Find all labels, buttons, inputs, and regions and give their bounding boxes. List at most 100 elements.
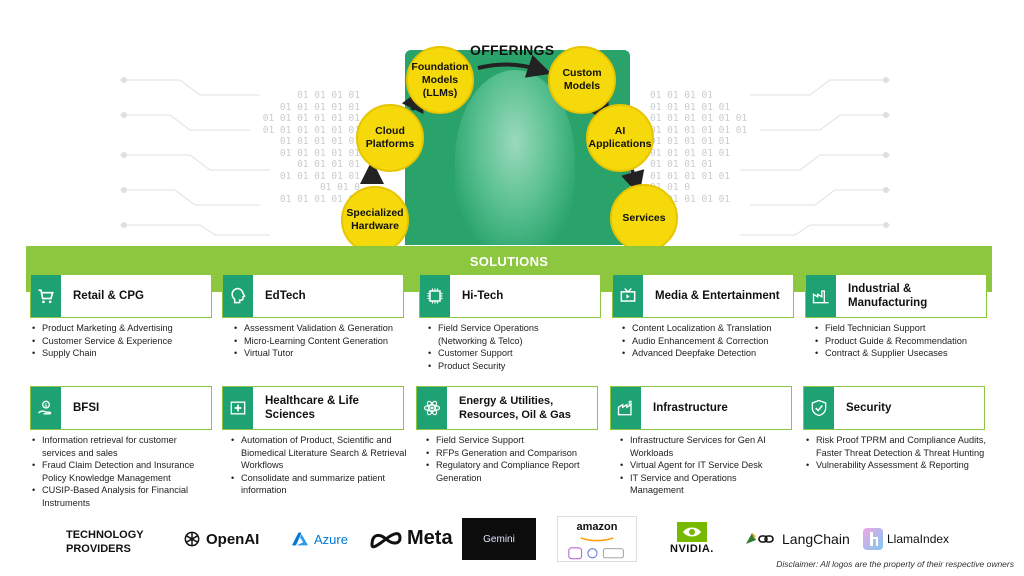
gemini-badge: Gemini <box>462 518 536 560</box>
solution-bullets-industrial: Field Technician Support Product Guide &… <box>813 322 998 360</box>
circuit-lines-right <box>740 77 890 236</box>
solution-label: Energy & Utilities, Resources, Oil & Gas <box>459 395 571 421</box>
solution-label: Infrastructure <box>653 402 728 414</box>
circuit-decoration-left: 01 01 01 01 01 01 01 01 01 01 01 01 01 0… <box>120 60 360 245</box>
solution-card-energy: Energy & Utilities, Resources, Oil & Gas <box>416 386 598 430</box>
chip-icon <box>427 288 443 304</box>
bullet-item: Customer Service & Experience <box>30 335 215 348</box>
bullet-item: Product Security <box>426 360 576 373</box>
svg-text:$: $ <box>44 403 47 409</box>
offering-foundation-models: Foundation Models (LLMs) <box>406 46 474 114</box>
gemini-wordmark: Gemini <box>483 533 515 545</box>
bullet-item: Supply Chain <box>30 347 215 360</box>
factory-icon <box>812 290 829 304</box>
money-hand-icon: $ <box>38 400 52 415</box>
offering-custom-models: Custom Models <box>548 46 616 114</box>
binary-row: 01 01 01 01 01 <box>279 101 360 113</box>
bullet-item: Product Marketing & Advertising <box>30 322 215 335</box>
cart-icon <box>38 289 54 304</box>
langchain-logo: LangChain <box>744 530 850 548</box>
arrow-applications-to-services <box>621 169 645 196</box>
solution-bullets-media: Content Localization & Translation Audio… <box>620 322 805 360</box>
solution-bullets-infrastructure: Infrastructure Services for Gen AI Workl… <box>618 434 790 497</box>
bullet-item: Field Service Operations (Networking & T… <box>426 322 576 347</box>
bullet-item: Advanced Deepfake Detection <box>620 347 805 360</box>
binary-row: 01 01 01 01 01 <box>279 136 360 147</box>
meta-wordmark: Meta <box>407 527 453 549</box>
bullet-item: Virtual Agent for IT Service Desk <box>618 459 790 472</box>
solution-label: Healthcare & Life Sciences <box>265 395 359 421</box>
solution-card-media: Media & Entertainment <box>612 274 794 318</box>
technology-providers-title: TECHNOLOGY PROVIDERS <box>66 529 144 555</box>
solution-card-bfsi: $ BFSI <box>30 386 212 430</box>
amazon-smile-icon <box>580 537 614 542</box>
binary-row: 01 01 01 01 01 <box>650 193 731 205</box>
bullet-item: Risk Proof TPRM and Compliance Audits, F… <box>804 434 1004 459</box>
solution-label: Media & Entertainment <box>655 290 780 302</box>
binary-row: 01 01 01 01 01 <box>650 136 731 147</box>
building-icon <box>617 400 632 416</box>
binary-row: 01 01 01 01 01 <box>279 170 360 182</box>
disclaimer-text: Disclaimer: All logos are the property o… <box>776 559 1014 569</box>
bullet-item: Infrastructure Services for Gen AI Workl… <box>618 434 790 459</box>
binary-row: 01 01 0 <box>650 182 691 193</box>
bullet-item: Content Localization & Translation <box>620 322 805 335</box>
bullet-item: Field Service Support <box>424 434 596 447</box>
offering-cloud-platforms: Cloud Platforms <box>356 104 424 172</box>
bullet-item: Virtual Tutor <box>232 347 417 360</box>
bullet-item: Information retrieval for customer servi… <box>30 434 210 459</box>
solution-card-industrial: Industrial & Manufacturing <box>805 274 987 318</box>
nvidia-logo: NVIDIA. <box>670 522 714 555</box>
circuit-lines-left <box>120 77 270 236</box>
bullet-item: Contract & Supplier Usecases <box>813 347 998 360</box>
bullet-item: Regulatory and Compliance Report Generat… <box>424 459 596 484</box>
binary-row: 01 01 01 01 01 01 <box>262 124 360 136</box>
offering-services: Services <box>610 184 678 252</box>
solution-bullets-bfsi: Information retrieval for customer servi… <box>30 434 210 510</box>
binary-row: 01 01 01 01 01 <box>650 170 731 182</box>
azure-a-icon <box>292 532 308 546</box>
bullet-item: RFPs Generation and Comparison <box>424 447 596 460</box>
solution-label: Hi-Tech <box>462 290 504 302</box>
atom-icon <box>423 400 441 416</box>
bullet-item: Consolidate and summarize patient inform… <box>229 472 409 497</box>
solution-card-retail: Retail & CPG <box>30 274 212 318</box>
solution-card-edtech: EdTech <box>222 274 404 318</box>
nvidia-wordmark: NVIDIA. <box>670 543 714 555</box>
solution-bullets-hitech: Field Service Operations (Networking & T… <box>426 322 576 372</box>
bullet-item: Micro-Learning Content Generation <box>232 335 417 348</box>
shield-check-icon <box>811 399 827 417</box>
solution-label: EdTech <box>265 290 306 302</box>
solution-label: Industrial & Manufacturing <box>848 283 928 309</box>
solution-bullets-security: Risk Proof TPRM and Compliance Audits, F… <box>804 434 1004 472</box>
bullet-item: Audio Enhancement & Correction <box>620 335 805 348</box>
binary-row: 01 01 01 01 <box>297 159 360 170</box>
offering-specialized-hardware: Specialized Hardware <box>341 186 409 254</box>
solution-bullets-retail: Product Marketing & Advertising Customer… <box>30 322 215 360</box>
bullet-item: CUSIP-Based Analysis for Financial Instr… <box>30 484 210 509</box>
solution-label: BFSI <box>73 402 100 414</box>
openai-logo: OpenAI <box>182 529 259 549</box>
solution-card-security: Security <box>803 386 985 430</box>
parrot-chain-icon <box>746 533 774 544</box>
solution-bullets-edtech: Assessment Validation & Generation Micro… <box>232 322 417 360</box>
meta-logo: Meta <box>369 527 453 550</box>
binary-row: 01 01 01 01 01 <box>279 147 360 159</box>
solution-card-healthcare: Healthcare & Life Sciences <box>222 386 404 430</box>
bullet-item: Field Technician Support <box>813 322 998 335</box>
llamaindex-logo: LlamaIndex <box>863 528 949 550</box>
llamaindex-wordmark: LlamaIndex <box>887 532 950 546</box>
binary-row: 01 01 01 01 01 01 <box>650 124 748 136</box>
binary-row: 01 01 01 01 <box>650 90 713 101</box>
nvidia-eye-icon <box>676 522 707 542</box>
openai-wordmark: OpenAI <box>206 530 260 548</box>
aws-service-badges <box>568 547 624 560</box>
binary-row: 01 01 01 01 01 <box>650 147 731 159</box>
amazon-wordmark: amazon <box>576 521 618 533</box>
amazon-logo: amazon <box>557 516 637 562</box>
offering-ai-applications: AI Applications <box>586 104 654 172</box>
solution-card-infrastructure: Infrastructure <box>610 386 792 430</box>
bullet-item: Vulnerability Assessment & Reporting <box>804 459 1004 472</box>
binary-row: 01 01 01 01 01 01 <box>650 113 748 124</box>
binary-row: 01 01 01 01 <box>650 159 713 170</box>
